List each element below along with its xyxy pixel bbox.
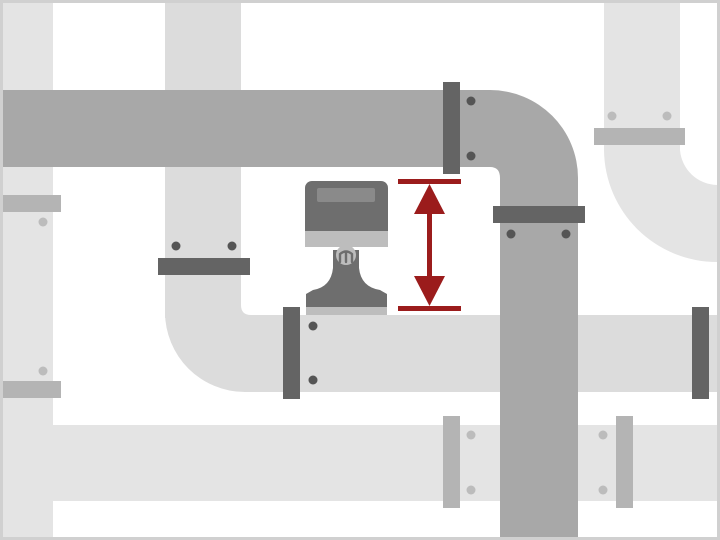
sensor-stem <box>306 250 387 307</box>
measurement-arrowhead-top <box>414 184 445 214</box>
bolt <box>561 229 571 239</box>
pipe-near-horizontal <box>3 90 445 167</box>
flange-right-edge <box>692 307 709 399</box>
sensor-base-flange <box>306 307 387 315</box>
measurement-shaft <box>427 205 432 285</box>
flange-near-vertical <box>443 82 460 174</box>
measurement-bottom-tick <box>398 306 461 311</box>
bolt <box>607 111 617 121</box>
bolt <box>227 241 237 251</box>
pipe-far-right-elbow <box>604 135 717 262</box>
bolt <box>466 485 476 495</box>
sensor-collar <box>305 231 388 247</box>
bolt <box>466 96 476 106</box>
double-headed-arrow-icon <box>398 179 461 311</box>
flange-bottom-center <box>443 416 460 508</box>
sensor-display <box>317 188 375 202</box>
measurement-arrowhead-bottom <box>414 276 445 306</box>
foreground-pipes <box>3 90 578 537</box>
flange-mid-horizontal <box>158 258 250 275</box>
radar-level-sensor-icon <box>305 181 388 315</box>
measurement-top-tick <box>398 179 461 184</box>
flange-left-bottom <box>3 381 61 398</box>
sensor-nozzle-mark <box>338 250 354 264</box>
bolt <box>506 229 516 239</box>
bolts <box>38 96 672 495</box>
bolt <box>466 151 476 161</box>
flange-mid-vertical <box>283 307 300 399</box>
bolt <box>308 375 318 385</box>
bolt <box>662 111 672 121</box>
bolt <box>466 430 476 440</box>
bolt <box>598 485 608 495</box>
pipe-network-canvas <box>3 3 717 537</box>
flange-left-top <box>3 195 61 212</box>
bolt <box>598 430 608 440</box>
light-flanges <box>3 128 685 508</box>
flange-right-top <box>594 128 685 145</box>
bolt <box>308 321 318 331</box>
pipe-far-left-vertical <box>3 3 53 537</box>
pipe-near-elbow <box>445 90 578 537</box>
bolt <box>38 366 48 376</box>
background-pipes <box>3 3 717 537</box>
sensor-neck <box>333 241 359 247</box>
dark-flanges <box>158 82 709 399</box>
bolt <box>38 217 48 227</box>
flange-bottom-right <box>616 416 633 508</box>
pipe-mid-lower-elbow <box>165 305 717 392</box>
flange-near-horizontal <box>493 206 585 223</box>
bolt <box>171 241 181 251</box>
